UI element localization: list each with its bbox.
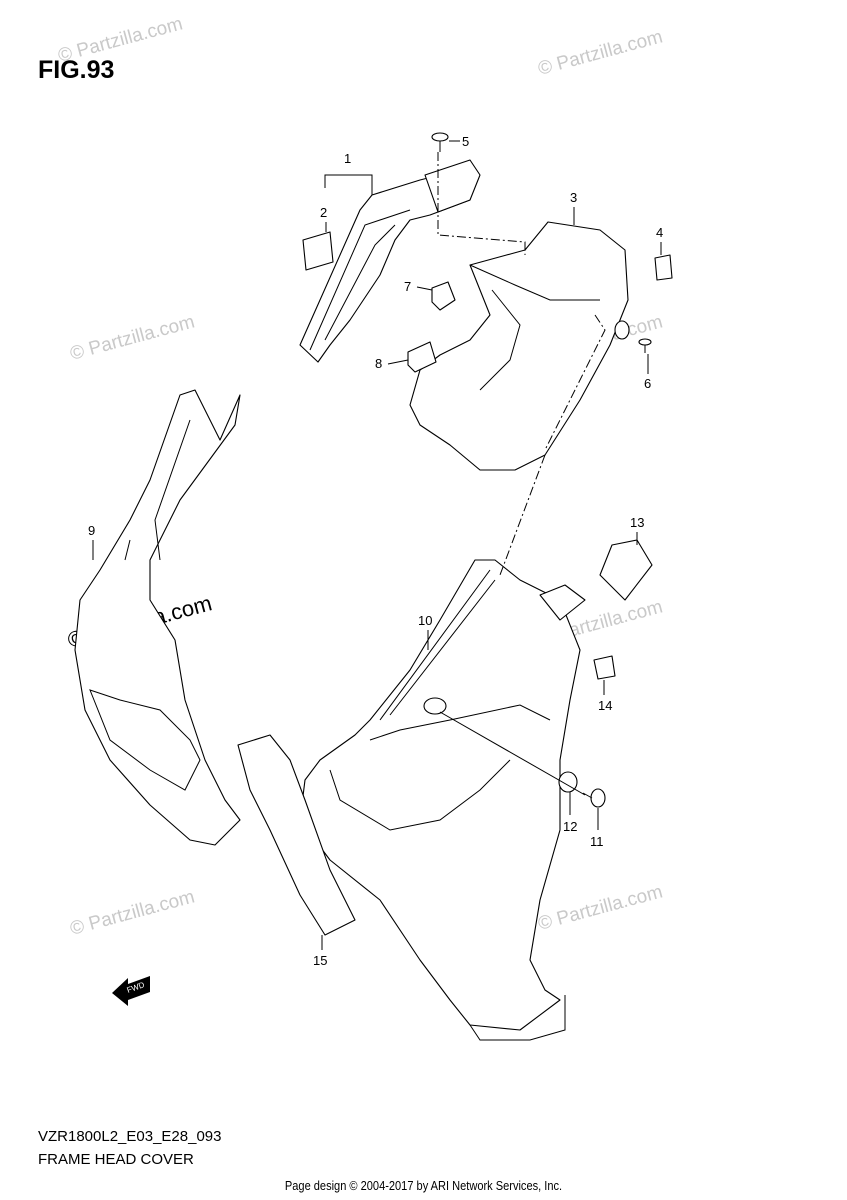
callout-14: 14 xyxy=(598,698,612,713)
watermark: © Partzilla.com xyxy=(68,311,197,364)
callout-5: 5 xyxy=(462,134,469,149)
callout-11: 11 xyxy=(590,834,604,849)
part-3-right-cover xyxy=(409,221,629,471)
watermark: © Partzilla.com xyxy=(536,26,665,79)
callout-7: 7 xyxy=(404,279,411,294)
part-2-pad xyxy=(302,231,334,271)
part-8-pad xyxy=(407,341,437,373)
watermark: © Partzilla.com xyxy=(56,13,185,66)
callout-8: 8 xyxy=(375,356,382,371)
connector-lines xyxy=(437,152,586,796)
figure-title: FIG.93 xyxy=(38,56,115,84)
callout-2: 2 xyxy=(320,205,327,220)
callout-9: 9 xyxy=(88,523,95,538)
part-6-screw xyxy=(614,320,652,353)
part-13-pad xyxy=(599,539,653,601)
watermark: © Partzilla.com xyxy=(68,886,197,939)
callout-13: 13 xyxy=(630,515,644,530)
callout-6: 6 xyxy=(644,376,651,391)
callouts: 1 2 3 4 5 6 7 8 9 10 11 12 13 14 15 xyxy=(88,134,663,968)
part-1-upper-cover xyxy=(299,159,481,363)
watermark: © Partzilla.com xyxy=(536,881,665,934)
callout-12: 12 xyxy=(563,819,577,834)
callout-15: 15 xyxy=(313,953,327,968)
part-4-clip xyxy=(654,254,673,281)
callout-1: 1 xyxy=(344,151,351,166)
fwd-arrow-icon: FWD xyxy=(112,976,150,1006)
part-12-grommet xyxy=(558,771,578,793)
part-10-lower-cover xyxy=(299,559,586,1041)
callout-4: 4 xyxy=(656,225,663,240)
part-11-screw xyxy=(582,788,606,808)
page-design-credit: Page design © 2004-2017 by ARI Network S… xyxy=(284,1178,563,1193)
callout-10: 10 xyxy=(418,613,432,628)
part-9-left-cover xyxy=(74,389,241,846)
part-5-screw xyxy=(431,132,449,152)
model-code: VZR1800L2_E03_E28_093 xyxy=(38,1128,222,1145)
section-title: FRAME HEAD COVER xyxy=(38,1151,194,1168)
callout-3: 3 xyxy=(570,190,577,205)
part-7-pad xyxy=(431,281,456,311)
part-15-panel xyxy=(237,734,356,936)
part-14-clip xyxy=(593,655,616,680)
